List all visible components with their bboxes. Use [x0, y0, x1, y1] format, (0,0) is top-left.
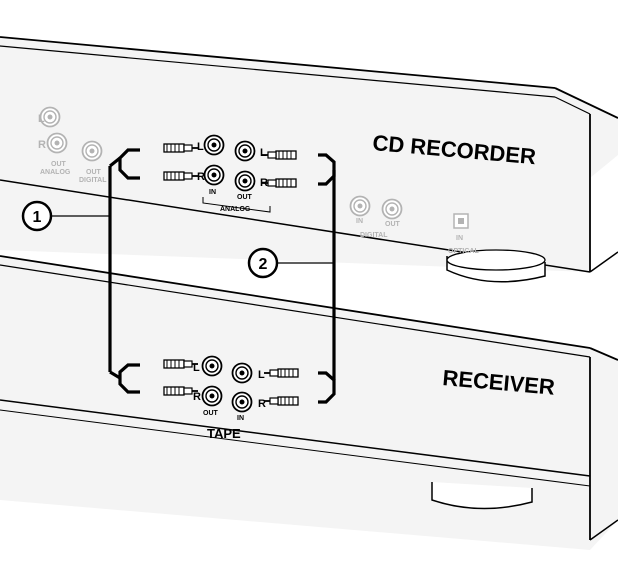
analog-in-r-label: R	[197, 171, 205, 183]
analog-in-l-label: L	[197, 141, 204, 153]
rear-l-label: L	[38, 113, 45, 125]
cd-recorder-digital-panel: IN OUT DIGITAL IN OPTICAL	[349, 195, 479, 255]
rear-out-digital-label: OUT	[86, 169, 102, 176]
optical-in-label: IN	[456, 235, 463, 242]
cable-1	[108, 143, 199, 396]
callout-1: 1	[21, 200, 110, 232]
tape-right-l-label: L	[258, 369, 265, 381]
analog-out-l-label: L	[260, 147, 267, 159]
receiver-device	[0, 255, 618, 550]
receiver-tape-panel: L R L R OUT IN TAPE	[193, 355, 266, 441]
tape-left-l-label: L	[193, 362, 200, 374]
callout-2-number: 2	[259, 256, 268, 273]
tape-group-label: TAPE	[207, 426, 241, 441]
cd-recorder-rear-analog-out: L R OUT ANALOG OUT DIGITAL	[38, 106, 107, 184]
tape-out-label: OUT	[203, 410, 219, 417]
analog-group-label: ANALOG	[220, 206, 251, 213]
callout-1-number: 1	[33, 209, 42, 226]
cable-2	[261, 150, 336, 406]
rear-digital-label: DIGITAL	[79, 177, 107, 184]
rear-out-label: OUT	[51, 161, 67, 168]
rear-r-label: R	[38, 139, 46, 151]
tape-right-r-label: R	[258, 398, 266, 410]
analog-in-label: IN	[209, 189, 216, 196]
rear-analog-label: ANALOG	[40, 169, 71, 176]
callout-2: 2	[247, 247, 334, 279]
tape-in-label: IN	[237, 415, 244, 422]
tape-left-r-label: R	[193, 391, 201, 403]
digital-out-label: OUT	[385, 221, 401, 228]
analog-out-label: OUT	[237, 194, 253, 201]
digital-in-label: IN	[356, 218, 363, 225]
digital-group-label: DIGITAL	[360, 232, 388, 239]
optical-label: OPTICAL	[448, 248, 479, 255]
